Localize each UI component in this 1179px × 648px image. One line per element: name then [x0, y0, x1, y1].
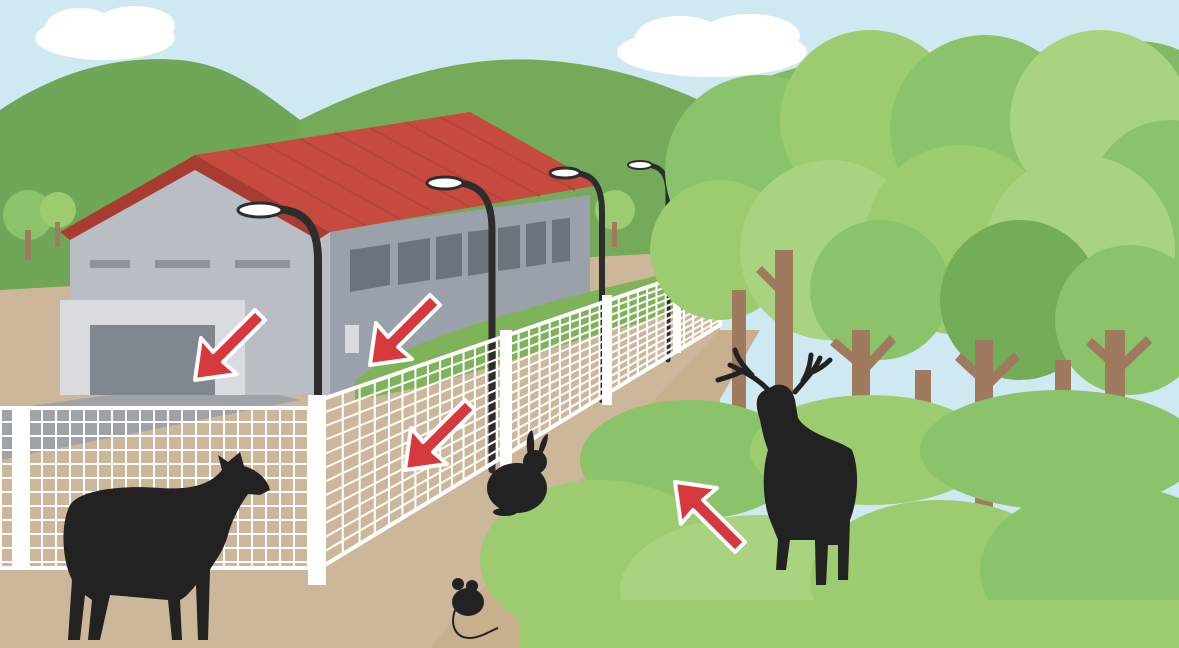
cloud-icon	[35, 6, 175, 60]
